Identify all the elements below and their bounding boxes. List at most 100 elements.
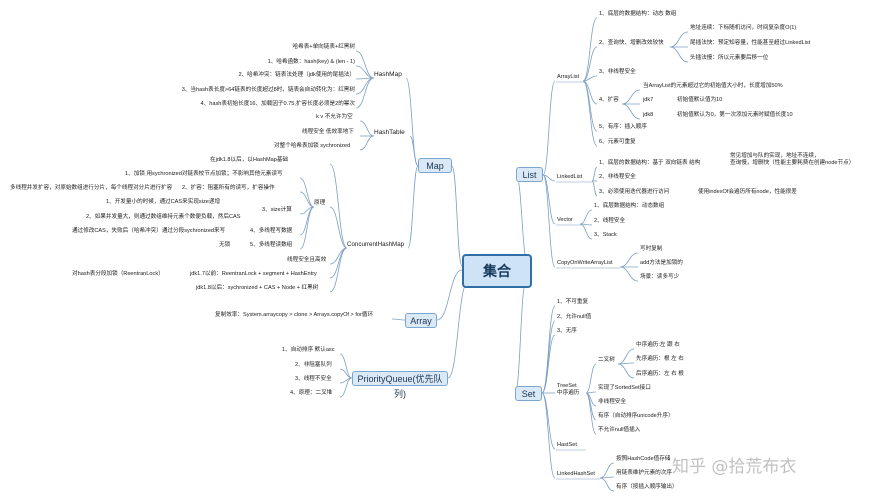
treeset-bintree: 二叉树	[598, 357, 615, 363]
edge-hashmap-item-0	[355, 50, 375, 79]
edge-linkedlist-item-2	[591, 180, 598, 197]
edge-expand-2	[621, 103, 641, 120]
edge-principle-3	[299, 206, 315, 236]
cow-item-1: add方法是加锁的	[640, 260, 683, 266]
treeset-item-1: 非线程安全	[598, 399, 626, 405]
edge-root-pq	[447, 281, 469, 379]
edge-arraylist-item-0	[582, 17, 598, 82]
branch-priorityqueue[interactable]: PriorityQueue(优先队列)	[352, 371, 448, 399]
concurrent-label: ConcurrentHashMap	[347, 241, 405, 248]
edge-arraylist-item-1	[582, 46, 598, 82]
linkedlist-struct-note-0: 常见增加与队的实现，地址不连续，	[730, 153, 820, 159]
edge-arraylist-item-2	[582, 75, 598, 82]
treeset-item-0: 实现了SortedSet接口	[598, 385, 651, 391]
branch-list[interactable]: List	[516, 167, 543, 182]
edge-lhs-item-0	[599, 462, 615, 479]
treeset-traversal-0: 中序遍历:左 跟 右	[636, 342, 680, 348]
branch-array[interactable]: Array	[405, 313, 437, 328]
edge-query-0	[669, 31, 689, 48]
concurrent-base: 在jdk1.8以后，以HashMap基础	[210, 157, 289, 163]
hashmap-item-4: 4、hash表初始长度16、加载因子0.75,扩容长度必须是2的幂次	[200, 101, 355, 107]
hashmap-item-0: 哈希表+单向链表+红黑树	[292, 44, 355, 50]
hashset-label: HastSet	[557, 442, 577, 448]
arraylist-item-2: 3、非线程安全	[599, 69, 636, 75]
arraylist-expand-1: jdk7	[643, 97, 654, 103]
arraylist-item-3: 4、扩容	[599, 97, 619, 103]
linkedlist-item-1: 2、非线程安全	[599, 174, 636, 180]
put-sub-0: 1、加锁 用sychronized对链表校节点加锁；不影响其他元素读写	[125, 171, 283, 177]
edge-lhs-item-2	[599, 477, 615, 492]
hashmap-item-2: 2、哈希冲突：链表法处理（jdk使用的尾插法）	[238, 72, 355, 78]
arraylist-item-1: 2、查询快、增删改效较快	[599, 40, 664, 46]
edge-query-2	[669, 46, 689, 63]
concurrent-after-0: 线程安全且高效	[287, 257, 327, 263]
treeset-subtitle: 中序遍历	[557, 390, 580, 396]
read-detail: 无锁	[219, 242, 231, 248]
edge-pq-item-3	[339, 377, 353, 398]
set-item-0: 1、不可重复	[557, 299, 589, 305]
edge-arraylist-item-5	[582, 80, 598, 147]
put-sub-1: 2、扩容：阻塞所有的读写，扩容操作	[182, 185, 275, 191]
branch-map[interactable]: Map	[418, 158, 452, 173]
arraylist-label: ArrayList	[557, 74, 580, 80]
edge-array-item	[391, 318, 406, 321]
hashtable-item-1: 线程安全 低效率地下	[302, 129, 354, 135]
linkedlist-label: LinkedList	[557, 174, 583, 180]
set-item-1: 2、允许null值	[557, 314, 592, 320]
arraylist-item-5: 6、元素可重复	[599, 139, 636, 145]
concurrent-before-note: 对hash表分段加锁（ReentranLock）	[72, 271, 164, 277]
arraylist-query-0: 地址连续：下标随机访问，时间复杂度O(1)	[690, 25, 797, 31]
pq-item-2: 3、线程不安全	[295, 376, 332, 382]
watermark: 知乎 @拾荒布衣	[672, 457, 797, 477]
size-item-0: 1、开发量小的时候，通过CAS来实现size递增	[106, 199, 221, 205]
linkedhashset-label: LinkedHashSet	[557, 471, 595, 477]
edge-list-child-1	[542, 174, 556, 182]
edge-expand-0	[621, 89, 641, 105]
write-detail: 通过修改CAS，失败后（哈希冲突）通过分段sychronized来写	[72, 228, 226, 234]
vector-label: Vector	[557, 217, 573, 223]
treeset-title: TreeSet	[557, 383, 577, 389]
linkedlist-item-2: 3、必须使用迭代器进行访问	[599, 189, 670, 195]
edge-hashmap-item-3	[355, 77, 375, 95]
hashmap-item-1: 1、哈希函数：hash(key) & (len - 1)	[267, 59, 355, 65]
edge-traversal-2	[617, 363, 635, 379]
branch-set[interactable]: Set	[515, 386, 542, 401]
edge-concurrent-1	[329, 206, 348, 249]
edge-set-child-2	[541, 334, 556, 394]
treeset-item-2: 有序（自动排序unicode升序）	[598, 413, 674, 419]
edge-root-array	[436, 269, 463, 321]
read-label: 5、多线程读数组	[250, 242, 293, 248]
put-far: 多线程并发扩容，对原始数组进行分片，每个线程对分片进行扩容	[10, 185, 173, 191]
edge-arraylist-item-4	[582, 80, 598, 132]
edge-concurrent-4	[329, 247, 348, 293]
cow-item-0: 写时复制	[640, 246, 663, 252]
edge-map-concurrent	[407, 165, 419, 249]
linkedhashset-item-2: 有序（按插入顺序输出）	[616, 484, 678, 490]
edge-hashmap-item-4	[355, 77, 375, 109]
hashtable-item-2: 对整个哈希表加锁 sychronized	[274, 143, 351, 149]
edge-root-set	[514, 281, 527, 394]
edge-hashmap-item-1	[355, 65, 375, 79]
edge-list-child-0	[542, 80, 556, 176]
edge-cow-item-2	[619, 266, 639, 282]
edge-map-hashtable	[409, 135, 419, 167]
set-item-2: 3、无序	[557, 328, 577, 334]
edge-concurrent-0	[329, 163, 348, 249]
pq-item-3: 4、原理：二叉堆	[290, 390, 333, 396]
hashtable-label: HashTable	[374, 129, 405, 136]
linkedlist-item-0: 1、底层的数据结构：基于 双向链表 结构	[599, 160, 701, 166]
edge-list-child-3	[542, 174, 556, 268]
root-node[interactable]: 集合	[462, 254, 532, 288]
concurrent-after-2: jdk1.8以后：sychronized + CAS + Node + 红黑树	[196, 285, 319, 291]
arraylist-query-1: 尾插法快：预定知容量，性能甚至超过LinkedList	[690, 40, 811, 46]
vector-item-1: 2、线程安全	[594, 218, 626, 224]
edge-pq-item-0	[339, 353, 353, 379]
size-label: 3、size计算	[262, 207, 292, 213]
edge-cow-item-0	[619, 252, 639, 268]
edge-root-map	[451, 165, 463, 267]
linkedhashset-item-0: 按照HashCode值存储	[616, 456, 671, 462]
edge-vector-item-2	[579, 223, 593, 240]
edge-principle-4	[299, 206, 315, 250]
hashmap-label: HashMap	[374, 71, 402, 78]
